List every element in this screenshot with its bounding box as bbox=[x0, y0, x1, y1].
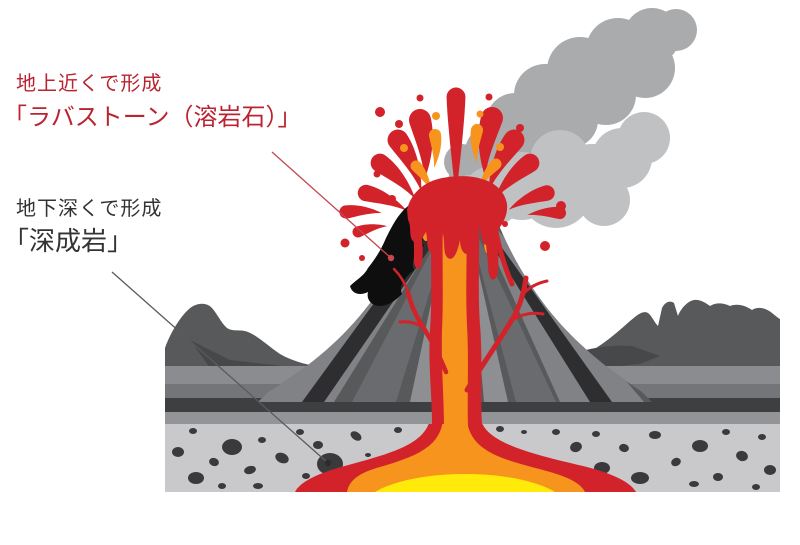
magma-chamber bbox=[295, 424, 636, 492]
leader-line-surface bbox=[271, 151, 395, 262]
magma-conduit bbox=[295, 202, 636, 492]
label-deep-caption: 地下深くで形成 bbox=[16, 196, 163, 220]
crater-lava bbox=[407, 176, 508, 280]
leader-line-deep bbox=[111, 271, 332, 467]
lava-fountain-orange bbox=[400, 110, 505, 192]
label-surface-caption: 地上近くで形成 bbox=[16, 71, 163, 95]
lava-veins bbox=[392, 229, 549, 393]
label-surface-name: 「ラバストーン（溶岩石）」 bbox=[3, 103, 302, 131]
label-deep-name: 「深成岩」 bbox=[3, 227, 134, 257]
